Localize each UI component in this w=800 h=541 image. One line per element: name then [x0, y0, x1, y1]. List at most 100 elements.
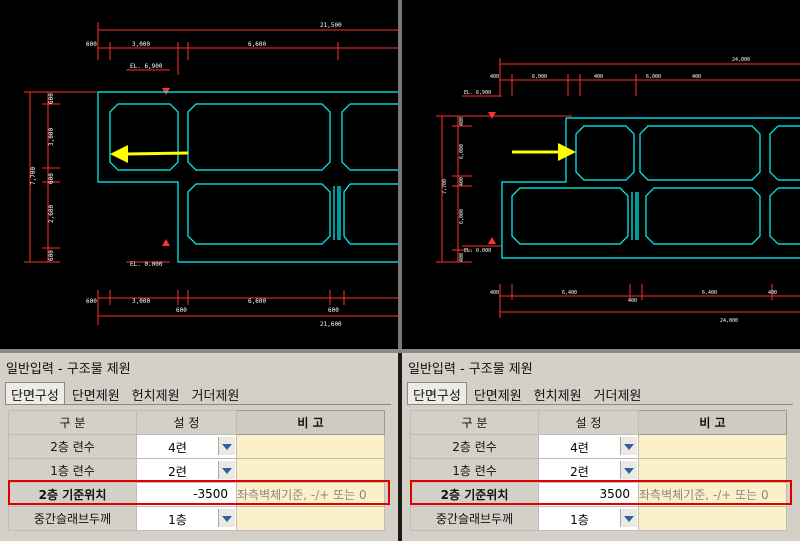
elevation-label: EL. 6,900	[464, 90, 491, 96]
dim-text: 400	[692, 74, 701, 80]
property-grid: 구 분 설 정 비 고 2층 련수 4련 1층 련수 2련 2층 기준위치 -3…	[8, 410, 385, 531]
tab-section-dims[interactable]: 단면제원	[71, 389, 120, 404]
row-note	[638, 434, 787, 459]
panel-title: 일반입력 - 구조물 제원	[408, 362, 533, 377]
highlight-box	[410, 480, 792, 505]
row-label: 2층 기준위치	[410, 482, 539, 507]
section-drawing-left: 21,500 600 3,000 6,600 EL. 6,900 EL. 0.0…	[24, 22, 398, 328]
table-row: 1층 련수 2련	[410, 458, 787, 483]
select-value: 1층	[570, 513, 589, 527]
panel-title: 일반입력 - 구조물 제원	[6, 362, 131, 377]
value-select[interactable]: 1층	[136, 506, 237, 531]
value-select[interactable]: 2련	[538, 458, 639, 483]
input-value: 3500	[599, 487, 630, 501]
input-value: -3500	[193, 487, 228, 501]
splitter-horizontal[interactable]	[0, 349, 800, 353]
row-note: 좌측벽체기준, -/+ 또는 0	[236, 482, 385, 507]
row-label: 2층 련수	[410, 434, 539, 459]
row-note	[236, 506, 385, 531]
dim-text: 400	[768, 290, 777, 296]
dim-text: 400	[490, 74, 499, 80]
row-note: 좌측벽체기준, -/+ 또는 0	[638, 482, 787, 507]
header-setting: 설 정	[136, 410, 237, 435]
section-drawing-right: 24,000 400 6,000 400 6,000 400 EL. 6,900…	[436, 57, 800, 324]
dim-text: 2,600	[48, 205, 55, 223]
dim-text: 400	[459, 117, 465, 126]
dropdown-arrow-icon[interactable]	[620, 509, 637, 527]
elevation-label: EL. 6,900	[130, 63, 163, 70]
dropdown-arrow-icon[interactable]	[620, 461, 637, 479]
input-panel-left: 일반입력 - 구조물 제원 단면구성 단면제원 헌치제원 거더제원 구 분 설 …	[0, 353, 398, 541]
table-row: 중간슬래브두께 1층	[8, 506, 385, 531]
elevation-label: EL. 0.000	[130, 261, 163, 268]
value-input[interactable]: 3500	[538, 482, 639, 507]
tab-girder-dims[interactable]: 거더제원	[191, 389, 240, 404]
dim-text: 24,000	[732, 57, 750, 63]
dim-text: 600	[48, 173, 55, 184]
dim-text: 3,000	[132, 298, 150, 305]
header-note: 비 고	[236, 410, 385, 435]
dim-text: 600	[48, 93, 55, 104]
dim-text: 600	[328, 307, 339, 314]
header-category: 구 분	[410, 410, 539, 435]
header-category: 구 분	[8, 410, 137, 435]
dim-text: 600	[48, 250, 55, 261]
dim-text: 6,600	[248, 298, 266, 305]
row-label: 1층 련수	[8, 458, 137, 483]
dropdown-arrow-icon[interactable]	[620, 437, 637, 455]
shift-arrow-left	[123, 151, 189, 156]
dim-text: 600	[86, 298, 97, 305]
tab-bar: 단면구성 단면제원 헌치제원 거더제원	[5, 382, 246, 407]
highlight-box	[8, 480, 390, 505]
select-value: 2련	[570, 465, 589, 479]
dropdown-arrow-icon[interactable]	[218, 461, 235, 479]
dim-text: 6,000	[646, 74, 661, 80]
row-note	[638, 458, 787, 483]
dim-text: 400	[490, 290, 499, 296]
dim-text: 600	[86, 41, 97, 48]
tab-haunch-dims[interactable]: 헌치제원	[131, 389, 180, 404]
table-row: 2층 련수 4련	[8, 434, 385, 459]
cad-viewport-right[interactable]: 24,000 400 6,000 400 6,000 400 EL. 6,900…	[402, 0, 800, 349]
dim-text: 6,000	[532, 74, 547, 80]
table-row: 2층 기준위치 -3500 좌측벽체기준, -/+ 또는 0	[8, 482, 385, 507]
table-row: 2층 기준위치 3500 좌측벽체기준, -/+ 또는 0	[410, 482, 787, 507]
dropdown-arrow-icon[interactable]	[218, 509, 235, 527]
dim-text: 6,400	[562, 290, 577, 296]
table-row: 중간슬래브두께 1층	[410, 506, 787, 531]
splitter-vertical[interactable]	[398, 0, 402, 349]
row-label: 중간슬래브두께	[8, 506, 137, 531]
tab-girder-dims[interactable]: 거더제원	[593, 389, 642, 404]
header-setting: 설 정	[538, 410, 639, 435]
tab-section-config[interactable]: 단면구성	[5, 382, 65, 407]
value-select[interactable]: 1층	[538, 506, 639, 531]
value-select[interactable]: 4련	[136, 434, 237, 459]
dim-text: 6,000	[459, 209, 465, 224]
tab-section-config[interactable]: 단면구성	[407, 382, 467, 407]
dim-text: 3,000	[132, 41, 150, 48]
select-value: 4련	[570, 441, 589, 455]
header-note: 비 고	[638, 410, 787, 435]
dim-text: 6,400	[702, 290, 717, 296]
tab-bar: 단면구성 단면제원 헌치제원 거더제원	[407, 382, 648, 407]
dim-text: 3,000	[48, 128, 55, 146]
dim-text: 400	[628, 298, 637, 304]
dim-text: 400	[459, 253, 465, 262]
select-value: 1층	[168, 513, 187, 527]
row-note	[638, 506, 787, 531]
dropdown-arrow-icon[interactable]	[218, 437, 235, 455]
dim-text: 21,500	[320, 22, 342, 29]
row-note	[236, 434, 385, 459]
tab-section-dims[interactable]: 단면제원	[473, 389, 522, 404]
select-value: 2련	[168, 465, 187, 479]
value-select[interactable]: 4련	[538, 434, 639, 459]
dim-text: 400	[459, 177, 465, 186]
property-grid-area: 구 분 설 정 비 고 2층 련수 4련 1층 련수 2련 2층 기준위치 35…	[407, 404, 793, 541]
property-grid: 구 분 설 정 비 고 2층 련수 4련 1층 련수 2련 2층 기준위치 35…	[410, 410, 787, 531]
cad-viewport-left[interactable]: 21,500 600 3,000 6,600 EL. 6,900 EL. 0.0…	[0, 0, 398, 349]
value-select[interactable]: 2련	[136, 458, 237, 483]
dim-text: 400	[594, 74, 603, 80]
input-panel-right: 일반입력 - 구조물 제원 단면구성 단면제원 헌치제원 거더제원 구 분 설 …	[402, 353, 800, 541]
dim-text: 6,000	[459, 144, 465, 159]
tab-haunch-dims[interactable]: 헌치제원	[533, 389, 582, 404]
